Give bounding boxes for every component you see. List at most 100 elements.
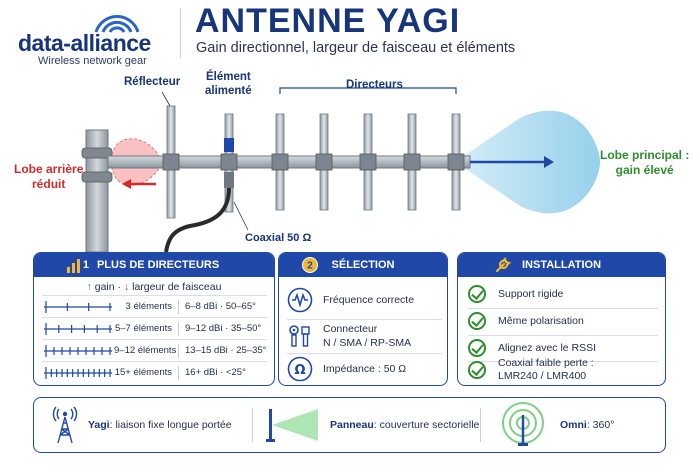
row-divider	[178, 321, 179, 336]
wifi-arcs-icon	[94, 15, 140, 33]
main-lobe-line2: gain élevé	[615, 163, 674, 177]
mast	[85, 129, 109, 252]
row-gain: 6–8 dBi	[185, 301, 218, 312]
installation-divider	[468, 335, 658, 336]
yagi-name: Yagi	[88, 418, 110, 431]
row-beam: <25°	[225, 367, 246, 378]
directors-panel: 1 PLUS DE DIRECTEURS ↑ gain · ↓ largeur …	[33, 252, 275, 386]
tower-icon	[52, 406, 78, 443]
panel-desc: : couverture sectorielle	[373, 418, 480, 431]
row-elements: 3 éléments	[125, 301, 172, 312]
check-circle-icon	[468, 285, 486, 303]
row-beam: 50–65°	[225, 301, 256, 312]
selection-divider	[287, 319, 442, 320]
check-circle-icon	[468, 339, 486, 357]
row-beam: 25–35°	[236, 345, 267, 356]
check-circle-icon	[468, 361, 486, 379]
installation-item-text: Alignez avec le RSSI	[498, 342, 597, 354]
directors-heading: PLUS DE DIRECTEURS	[96, 259, 220, 271]
row-separator: ·	[225, 323, 229, 334]
directors-bracket	[279, 87, 457, 94]
row-elements: 9–12 éléments	[114, 345, 177, 356]
row-separator: ·	[230, 345, 234, 356]
selection-item-subtext: N / SMA / RP-SMA	[323, 337, 412, 349]
installation-item: Coaxial faible perte : LMR240 / LMR400	[468, 355, 660, 385]
driven-label-line1: Élément	[205, 71, 251, 83]
director-elements	[271, 113, 465, 211]
installation-panel-header: INSTALLATION	[458, 253, 665, 277]
back-lobe-line2: réduit	[32, 177, 66, 191]
panel-name: Panneau	[330, 418, 374, 431]
row-elements: 5–7 éléments	[114, 323, 172, 334]
bottom-divider	[480, 408, 481, 442]
selection-item-text: Fréquence correcte	[323, 294, 415, 306]
waveform-icon	[287, 287, 313, 313]
row-gain: 9–12 dBi	[185, 323, 223, 334]
installation-item-subtext: LMR240 / LMR400	[498, 370, 587, 382]
installation-item: Support rigide	[468, 283, 660, 305]
selection-heading: SÉLECTION	[331, 259, 395, 271]
row-beam: 35–50°	[230, 323, 262, 334]
installation-item: Même polarisation	[468, 310, 660, 332]
omni-type: Omni : 360°	[496, 398, 614, 451]
wrench-icon	[495, 256, 512, 273]
selection-item: Fréquence correcte	[287, 285, 442, 315]
directors-heading-num: 1	[82, 259, 89, 271]
directors-row: 5–7 éléments 9–12 dBi · 35–50°	[42, 317, 267, 339]
installation-divider	[468, 361, 658, 362]
selection-divider	[287, 353, 442, 354]
reflector-label: Réflecteur	[124, 76, 181, 88]
row-separator: ·	[220, 367, 224, 378]
coax-label: Coaxial 50 Ω	[245, 232, 312, 244]
bottom-divider	[252, 408, 253, 442]
connector-icon	[289, 325, 310, 347]
selection-item: Ω Impédance : 50 Ω	[287, 355, 442, 383]
installation-item-text: Même polarisation	[498, 315, 584, 327]
yagi-desc: : liaison fixe longue portée	[109, 418, 232, 431]
brand-tagline: Wireless network gear	[38, 55, 147, 67]
row-divider	[178, 343, 179, 358]
installation-heading: INSTALLATION	[521, 259, 602, 271]
main-lobe-label: Lobe principal : gain élevé	[600, 148, 689, 178]
row-gain: 16+ dBi	[185, 367, 218, 378]
main-lobe-line1: Lobe principal :	[600, 148, 690, 162]
driven-label: Élément alimenté	[205, 70, 252, 98]
installation-divider	[468, 308, 658, 309]
back-lobe-line1: Lobe arrière	[14, 162, 84, 176]
back-lobe-label: Lobe arrière réduit	[14, 162, 83, 192]
omni-name: Omni	[560, 418, 587, 431]
antenna-types-bar: Yagi : liaison fixe longue portée Pannea…	[33, 397, 666, 453]
sector-panel-icon	[266, 408, 318, 442]
row-separator: ·	[219, 301, 224, 312]
omega-icon: Ω	[287, 356, 313, 382]
mast-clamp-top	[81, 147, 113, 159]
yagi-diagram: Réflecteur Élément alimenté Directeurs L…	[0, 62, 700, 252]
legend-gain: gain	[94, 281, 115, 293]
directors-panel-header: 1 PLUS DE DIRECTEURS	[34, 253, 274, 277]
page-subtitle: Gain directionnel, largeur de faisceau e…	[196, 40, 516, 56]
selection-panel: 2 SÉLECTION Fréquence correcte Connecteu…	[278, 252, 448, 386]
brand-name: data-alliance	[18, 30, 151, 56]
selection-item-text: Impédance : 50 Ω	[323, 363, 407, 375]
panel-type: Panneau : couverture sectorielle	[262, 398, 479, 451]
legend-separator: ·	[117, 281, 122, 293]
check-circle-icon	[468, 312, 486, 330]
gear-badge-num: 2	[307, 261, 313, 272]
installation-item-text: Coaxial faible perte :	[498, 357, 594, 369]
mast-clamp-bottom	[81, 171, 113, 183]
directors-label: Directeurs	[346, 79, 403, 91]
legend-beam: largeur de faisceau	[132, 281, 222, 293]
omni-desc: : 360°	[586, 418, 615, 431]
mini-yagi-icon	[44, 300, 112, 313]
yagi-type: Yagi : liaison fixe longue portée	[52, 398, 232, 451]
page-title: ANTENNE YAGI	[195, 2, 461, 40]
signal-bars-icon	[67, 259, 80, 273]
driven-label-line2: alimenté	[205, 85, 252, 97]
selection-item-text: Connecteur	[323, 323, 378, 335]
directors-legend: ↑ gain · ↓ largeur de faisceau	[34, 281, 274, 293]
row-gain: 13–15 dBi	[185, 345, 228, 356]
mini-yagi-icon	[44, 322, 112, 335]
directors-row: 3 éléments 6–8 dBi · 50–65°	[42, 295, 267, 317]
brand-logo: data-alliance Wireless network gear	[16, 8, 166, 67]
header-divider	[180, 8, 181, 58]
